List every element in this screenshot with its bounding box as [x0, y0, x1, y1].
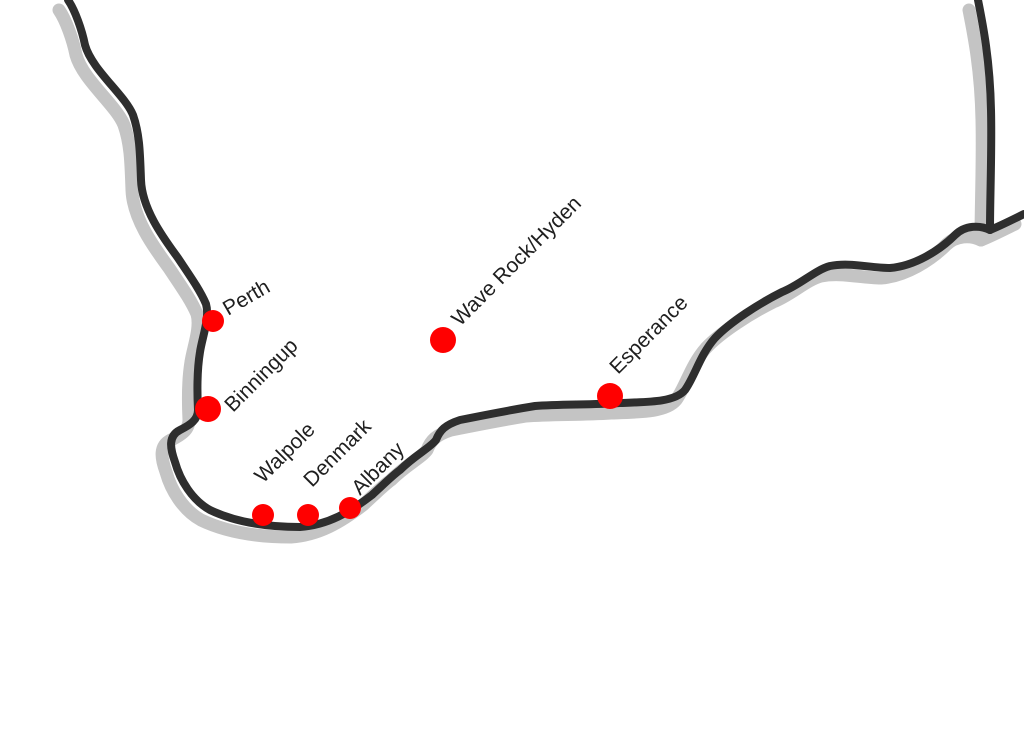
label-esperance: Esperance [605, 291, 692, 378]
label-perth: Perth [219, 275, 274, 320]
place-labels: Perth Binningup Walpole Denmark Albany W… [219, 192, 693, 500]
marker-perth[interactable] [202, 310, 224, 332]
marker-albany[interactable] [339, 497, 361, 519]
coastline-main [64, 0, 1024, 531]
marker-esperance[interactable] [597, 383, 623, 409]
marker-wave-rock[interactable] [430, 327, 456, 353]
border-line [974, 0, 996, 234]
marker-walpole[interactable] [252, 504, 274, 526]
coastline [64, 0, 1024, 531]
marker-denmark[interactable] [297, 504, 319, 526]
marker-binningup[interactable] [195, 396, 221, 422]
label-wave-rock: Wave Rock/Hyden [447, 192, 586, 331]
coastline-shadow [52, 3, 1022, 544]
place-markers [195, 310, 623, 526]
label-binningup: Binningup [220, 334, 302, 416]
